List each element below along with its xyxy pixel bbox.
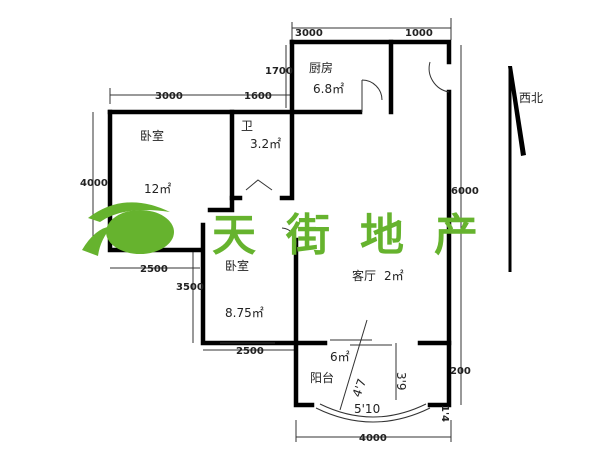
dim-right-living: 6000 [451,186,479,197]
living-room-area: 2㎡ [384,269,404,283]
bathroom-area: 3.2㎡ [250,137,281,151]
bathroom-label: 卫 [241,119,253,133]
living-room-label: 客厅 [352,268,376,283]
dim-bottom-balcony: 4000 [359,433,387,444]
kitchen-area: 6.8㎡ [313,82,344,96]
bedroom-second-area: 8.75㎡ [225,306,264,320]
bedroom-main-label: 卧室 [140,128,164,143]
dim-bottom-bedroom2: 2500 [236,346,264,357]
north-arrow-icon [508,66,526,272]
balcony-label: 阳台 [310,370,334,385]
dim-top-right: 1000 [405,28,433,39]
compass-label: 西北 [519,91,543,105]
bedroom-main-area: 12㎡ [144,182,171,196]
watermark-logo [82,202,174,256]
dim-top-kitchen: 3000 [295,28,323,39]
dim-right-balcony: 200 [450,366,471,377]
dim-top-bedroom: 3000 [155,91,183,102]
dim-balcony-diag: 4'7 [350,377,370,399]
dimension-lines [92,18,462,442]
watermark-text: 天街地产 [212,210,508,261]
balcony-area: 6㎡ [330,350,350,364]
dim-left-bedroom: 4000 [80,178,108,189]
doors-and-windows [220,61,450,423]
dim-left-bedroom2: 3500 [176,282,204,293]
dim-balcony-width: 5'10 [354,402,380,416]
kitchen-label: 厨房 [309,60,333,75]
dim-balcony-side: 1'4 [439,405,450,422]
dim-top-bath: 1600 [244,91,272,102]
dim-balcony-depth: 3'9 [394,372,408,391]
dim-kitchen-height: 1700 [265,66,293,77]
bedroom-second-label: 卧室 [225,258,249,273]
walls [107,39,452,408]
dim-bottom-bedroom: 2500 [140,264,168,275]
